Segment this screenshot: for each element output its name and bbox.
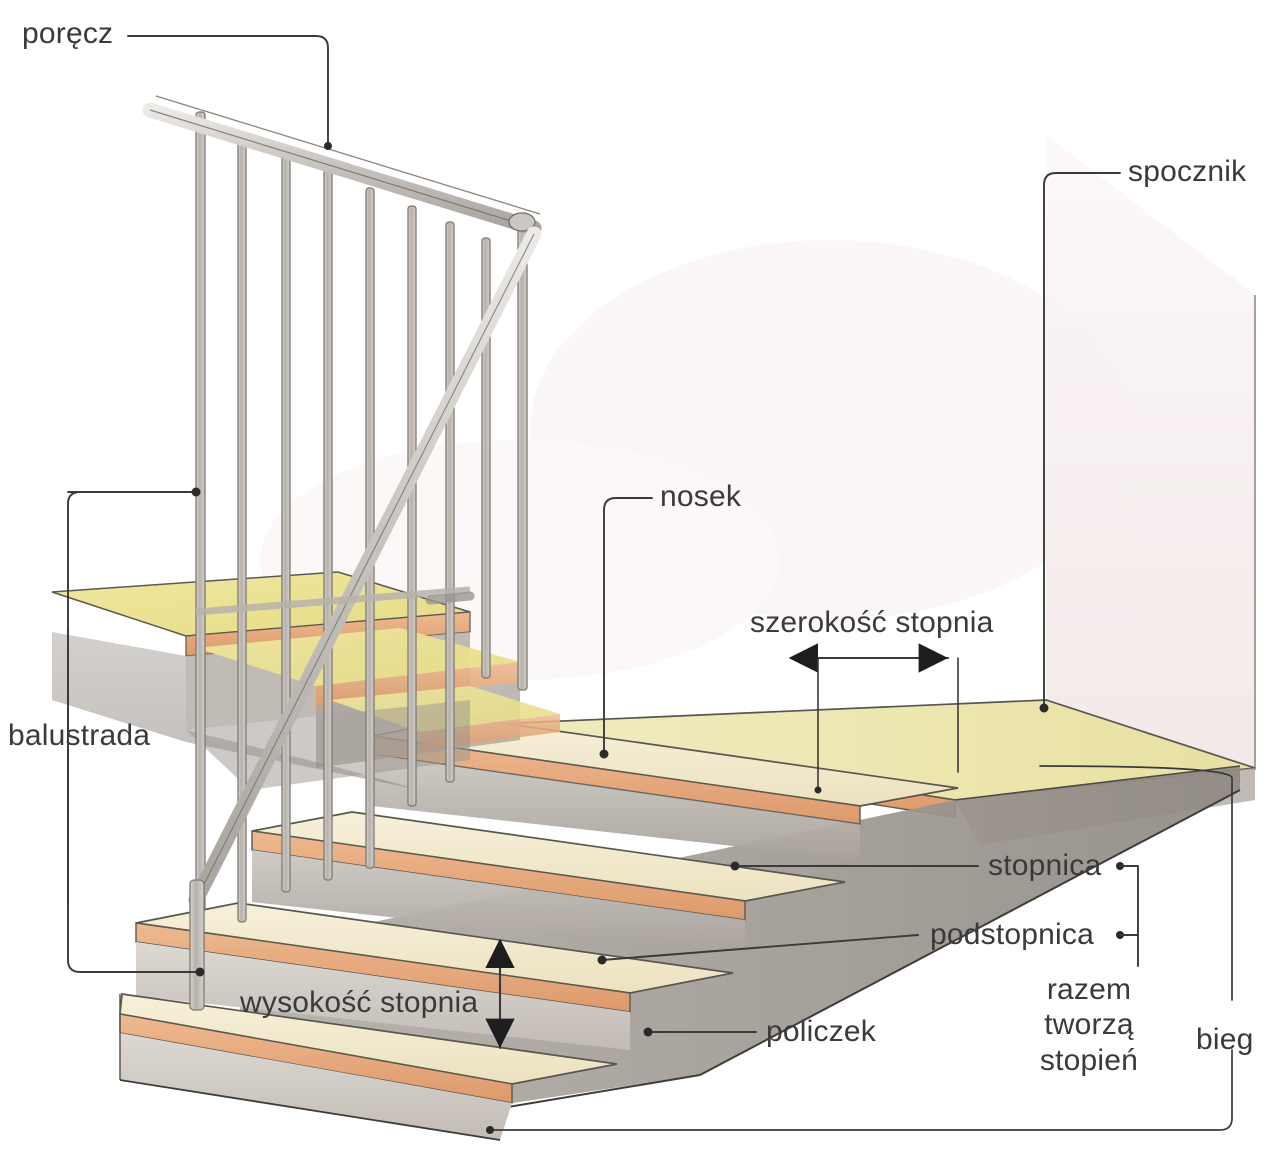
leader-nosek: [599, 497, 653, 759]
label-porecz: poręcz: [22, 17, 114, 50]
label-szerokosc-stopnia: szerokość stopnia: [750, 606, 994, 639]
label-wysokosc-stopnia: wysokość stopnia: [240, 986, 479, 1019]
handrail-lower: [188, 226, 542, 908]
bracket-bieg: [486, 765, 1233, 1134]
note-line-2: tworzą: [1044, 1008, 1134, 1042]
label-policzek: policzek: [766, 1015, 876, 1048]
label-bieg: bieg: [1196, 1023, 1254, 1056]
wall-plane: [1046, 135, 1256, 770]
bracket-razem-tworza-stopien: [1116, 862, 1139, 967]
leader-spocznik: [1039, 172, 1121, 713]
balustrade: [142, 95, 542, 1011]
label-balustrada: balustrada: [8, 719, 151, 752]
step-3: [251, 811, 846, 956]
step-1: [119, 993, 618, 1141]
note-line-3: stopień: [1039, 1043, 1139, 1077]
leader-balustrada: [67, 487, 205, 977]
label-nosek: nosek: [660, 480, 742, 513]
leader-policzek: [643, 1027, 757, 1037]
label-stopnica: stopnica: [988, 849, 1102, 882]
label-podstopnica: podstopnica: [930, 918, 1094, 951]
leader-porecz: [127, 35, 332, 150]
dimension-szerokosc-stopnia: [788, 643, 959, 794]
leader-podstopnica: [597, 934, 919, 965]
note-razem-tworza-stopien: razem tworzą stopień: [1028, 972, 1150, 1078]
label-spocznik: spocznik: [1128, 155, 1247, 188]
handrail-upper: [142, 95, 542, 236]
note-line-1: razem: [1046, 973, 1132, 1006]
leader-stopnica: [730, 861, 979, 871]
